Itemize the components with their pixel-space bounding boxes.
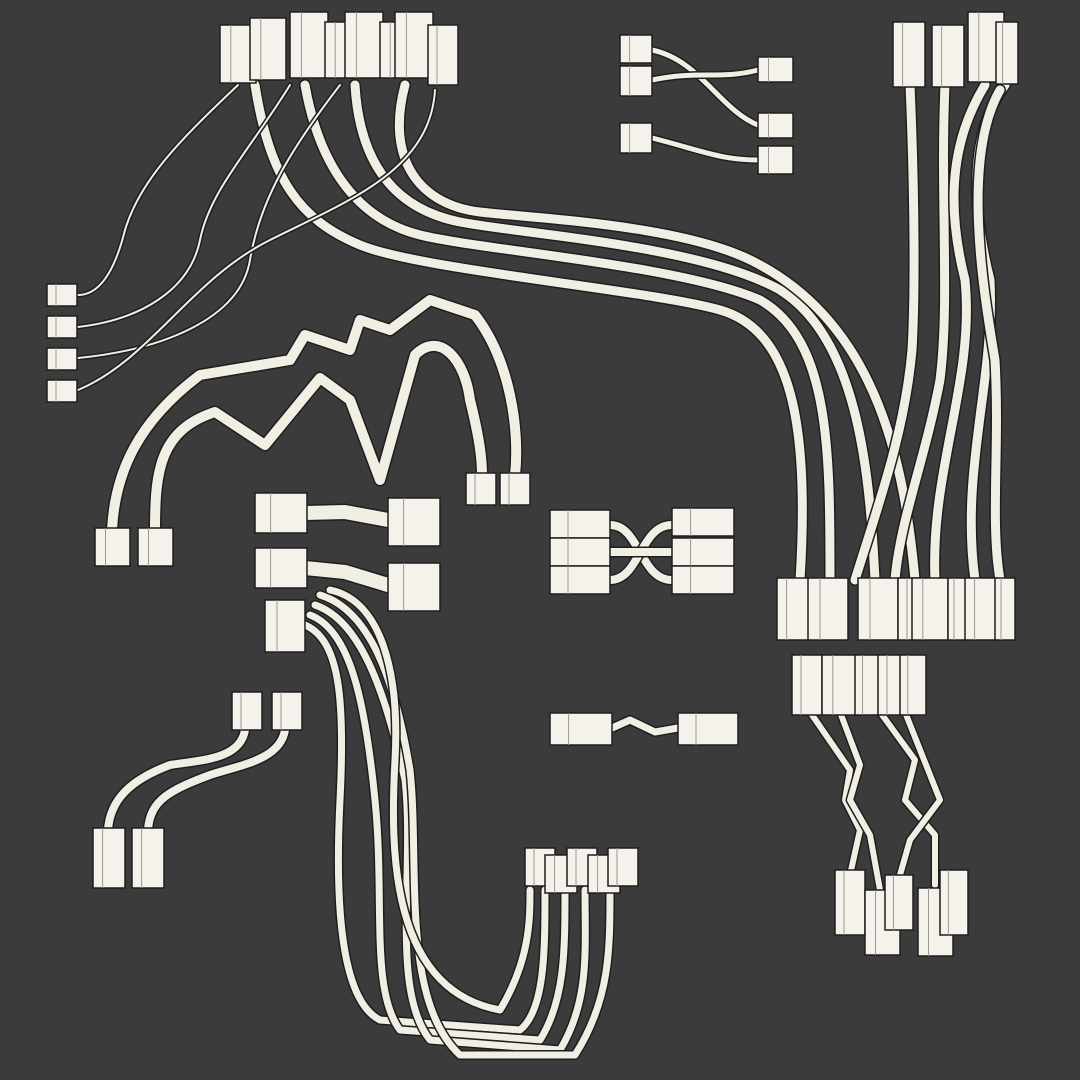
connector xyxy=(857,577,899,641)
connector xyxy=(619,34,653,64)
connector xyxy=(854,654,881,716)
connector xyxy=(619,65,653,97)
wires xyxy=(75,46,1011,1060)
wire xyxy=(104,726,249,834)
connector xyxy=(549,509,611,539)
connector xyxy=(791,654,823,716)
wire xyxy=(250,80,807,585)
connector xyxy=(899,654,927,716)
connector xyxy=(344,11,384,79)
wire xyxy=(973,85,1005,585)
wire xyxy=(930,80,990,585)
wire xyxy=(107,295,522,535)
connector xyxy=(994,577,1016,641)
wire xyxy=(649,47,761,128)
connectors xyxy=(46,11,1019,957)
wire xyxy=(897,709,943,878)
connector xyxy=(254,492,308,534)
connector xyxy=(137,527,174,567)
connector xyxy=(911,577,949,641)
wire xyxy=(890,80,950,585)
wire xyxy=(394,80,920,585)
wire xyxy=(306,611,569,1044)
wire xyxy=(301,621,549,1034)
connector xyxy=(254,547,308,589)
connector xyxy=(427,24,459,86)
connector xyxy=(131,827,165,889)
connector xyxy=(387,562,441,612)
wire xyxy=(77,84,341,359)
connector xyxy=(271,691,303,731)
wire xyxy=(298,561,395,592)
connector xyxy=(94,527,131,567)
connector xyxy=(619,122,653,154)
wire xyxy=(850,80,919,585)
wire xyxy=(150,340,487,535)
connector xyxy=(892,21,926,88)
connector xyxy=(757,145,794,175)
connector xyxy=(46,347,78,371)
wire xyxy=(649,67,761,83)
wire xyxy=(608,716,682,736)
wire xyxy=(877,709,938,888)
connector xyxy=(231,691,263,731)
wire xyxy=(298,505,395,527)
connector xyxy=(671,565,735,595)
connector xyxy=(264,599,306,653)
connector xyxy=(964,577,998,641)
wire xyxy=(649,135,761,163)
connector xyxy=(931,24,965,88)
connector xyxy=(549,537,611,567)
connector xyxy=(757,112,794,139)
wire xyxy=(77,89,436,391)
connector xyxy=(834,869,866,936)
connector xyxy=(807,577,849,641)
wire xyxy=(837,709,883,893)
connector xyxy=(92,827,126,889)
connector xyxy=(465,472,497,506)
connector xyxy=(939,869,969,936)
connector xyxy=(884,874,914,931)
connector xyxy=(776,577,810,641)
connector xyxy=(549,712,613,746)
connector xyxy=(249,17,287,81)
wire xyxy=(316,591,614,1059)
connector xyxy=(499,472,531,506)
wire xyxy=(144,726,289,834)
connector xyxy=(289,11,329,79)
wire xyxy=(807,709,863,878)
wire xyxy=(326,586,534,1014)
connector xyxy=(607,847,639,887)
connector xyxy=(46,379,78,403)
connector xyxy=(671,537,735,567)
connector xyxy=(549,565,611,595)
wire xyxy=(77,84,239,296)
connector xyxy=(46,283,78,307)
connector xyxy=(387,497,441,547)
connector xyxy=(757,56,794,83)
connector xyxy=(671,507,735,537)
connector xyxy=(46,315,78,339)
wire xyxy=(350,80,880,585)
connector xyxy=(677,712,739,746)
connector xyxy=(995,21,1019,85)
connector xyxy=(821,654,859,716)
wire xyxy=(77,84,291,328)
